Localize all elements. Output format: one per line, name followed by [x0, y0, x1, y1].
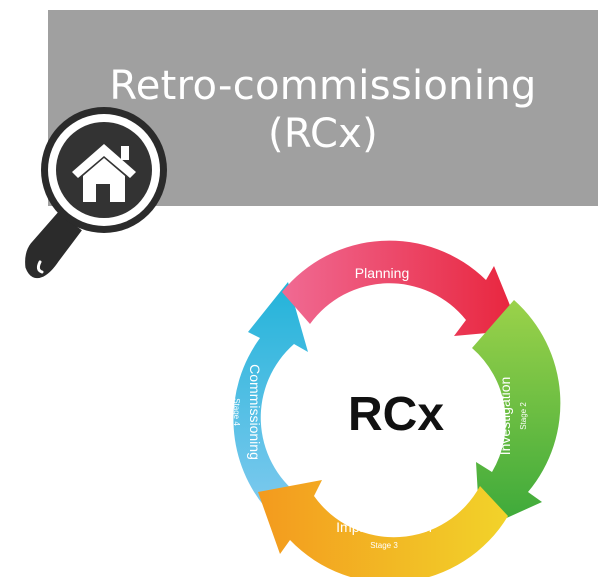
stage-1-sub: Stage 1 [368, 287, 396, 296]
magnifier-icon [22, 107, 167, 282]
stage-1-arrow [282, 240, 520, 336]
stage-4-name-line2: Commissioning [247, 364, 263, 460]
house-icon [72, 144, 136, 202]
stage-1-name: Planning [355, 265, 410, 281]
banner-title-line1: Retro-commissioning [109, 63, 537, 109]
stage-3-arrow [258, 480, 508, 577]
center-label: RCx [348, 388, 444, 441]
stage-2-arrow [472, 300, 561, 530]
stage-4-sub: Stage 4 [232, 398, 241, 426]
stage-3-name: Implementation [336, 519, 432, 535]
stage-2-name: Investigation [497, 377, 513, 456]
banner-title-line2: (RCx) [267, 111, 379, 157]
stage-4-arrow [233, 282, 308, 506]
stage-3-sub: Stage 3 [370, 541, 398, 550]
stage-4-name-line1: On-going [263, 383, 279, 441]
stage-2-sub: Stage 2 [519, 402, 528, 430]
rcx-cycle-diagram: RCx Planning Stage 1 Investigation Stage… [232, 240, 561, 577]
banner-title: Retro-commissioning (RCx) [48, 62, 598, 158]
